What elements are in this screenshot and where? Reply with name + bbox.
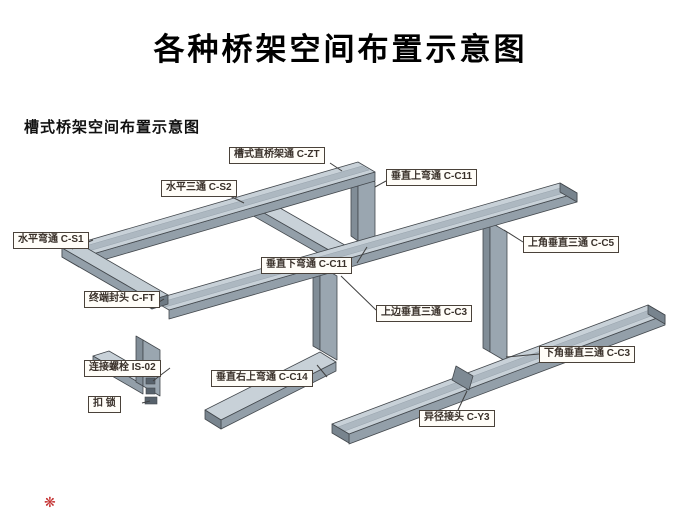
bolt: [145, 377, 156, 385]
label-text: 垂直下弯通 C-C11: [266, 259, 348, 270]
label-horizontal-bend-c-s1: 水平弯通 C-S1: [13, 232, 89, 249]
label-text: 水平三通 C-S2: [166, 182, 232, 193]
label-end-cap-c-ft: 终端封头 C-FT: [84, 291, 160, 308]
label-upper-edge-tee-c-c3: 上边垂直三通 C-C3: [376, 305, 473, 322]
label-text: 下角垂直三通 C-C3: [544, 348, 631, 359]
label-text: 异径接头 C-Y3: [424, 412, 490, 423]
label-upper-corner-tee-c-c5: 上角垂直三通 C-C5: [523, 236, 620, 253]
label-text: 上边垂直三通 C-C3: [381, 307, 468, 318]
label-text: 上角垂直三通 C-C5: [528, 238, 615, 249]
page-title: 各种桥架空间布置示意图: [153, 32, 528, 67]
front-run-tray: [151, 182, 578, 320]
reducer-joint: [451, 365, 474, 391]
label-straight-trough-c-zt: 槽式直桥架通 C-ZT: [229, 147, 325, 164]
watermark-logo: ❋: [44, 494, 56, 510]
label-text: 连接螺栓 IS-02: [89, 362, 156, 373]
center-column-tray: [312, 261, 338, 361]
label-lock: 扣 锁: [88, 396, 121, 413]
label-text: 扣 锁: [93, 398, 116, 409]
label-vertical-right-up-bend-c-c14: 垂直右上弯通 C-C14: [211, 370, 313, 387]
label-vertical-down-bend-c-c11: 垂直下弯通 C-C11: [261, 257, 353, 274]
label-text: 槽式直桥架通 C-ZT: [234, 149, 320, 160]
corner-drop-tray: [482, 217, 508, 363]
back-run-tray: [61, 161, 376, 268]
label-connecting-bolt-is-02: 连接螺栓 IS-02: [84, 360, 161, 377]
label-text: 水平弯通 C-S1: [18, 234, 84, 245]
label-text: 垂直右上弯通 C-C14: [216, 372, 308, 383]
label-text: 终端封头 C-FT: [89, 293, 155, 304]
label-text: 垂直上弯通 C-C11: [391, 171, 473, 182]
label-horizontal-tee-c-s2: 水平三通 C-S2: [161, 180, 237, 197]
label-vertical-up-bend-c-c11: 垂直上弯通 C-C11: [386, 169, 478, 186]
bolt: [145, 387, 156, 395]
section-subtitle: 槽式桥架空间布置示意图: [24, 119, 201, 136]
label-reducer-joint-c-y3: 异径接头 C-Y3: [419, 410, 495, 427]
label-lower-corner-tee-c-c3: 下角垂直三通 C-C3: [539, 346, 636, 363]
lock-clip: [144, 396, 158, 405]
lower-left-tray: [204, 351, 337, 430]
